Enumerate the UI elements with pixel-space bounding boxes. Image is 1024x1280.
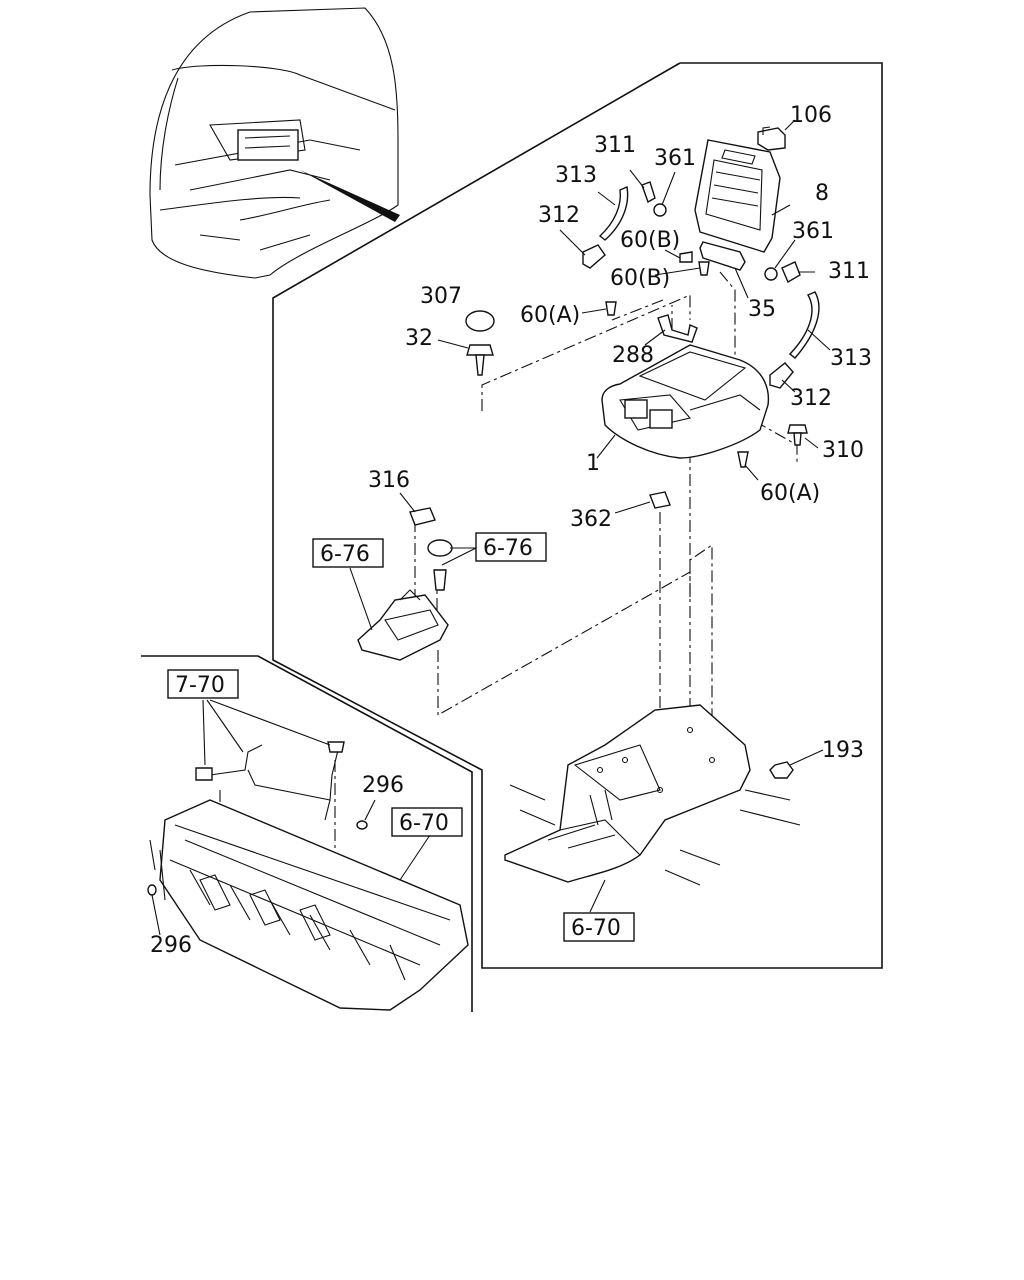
label-288: 288 bbox=[612, 343, 654, 368]
label-60a-lower: 60(A) bbox=[760, 481, 820, 506]
fastener-32-part bbox=[466, 344, 494, 376]
cap-307-part bbox=[465, 310, 495, 332]
cap-6-76-part bbox=[427, 539, 453, 557]
label-311-top: 311 bbox=[594, 133, 636, 158]
clip-106-part bbox=[757, 126, 786, 151]
latch-312a-part bbox=[582, 244, 606, 269]
label-312-right: 312 bbox=[790, 386, 832, 411]
label-313-top: 313 bbox=[555, 163, 597, 188]
ref-label-6-76-right: 6-76 bbox=[483, 536, 533, 561]
wire-harness-7-70 bbox=[195, 699, 345, 821]
bezel-8-part bbox=[694, 139, 781, 253]
label-193: 193 bbox=[822, 738, 864, 763]
label-32: 32 bbox=[405, 326, 433, 351]
bracket-311b-part bbox=[781, 261, 801, 284]
bracket-288-part bbox=[657, 314, 698, 343]
screws-60-parts bbox=[605, 251, 749, 468]
label-361-right: 361 bbox=[792, 219, 834, 244]
label-1: 1 bbox=[586, 451, 600, 476]
label-313-right: 313 bbox=[830, 346, 872, 371]
ref-label-6-76-left: 6-76 bbox=[320, 542, 370, 567]
label-307: 307 bbox=[420, 284, 462, 309]
floor-section-frame bbox=[141, 655, 473, 1012]
main-section-frame bbox=[272, 62, 883, 969]
label-60b-lower: 60(B) bbox=[610, 266, 670, 291]
label-296-left: 296 bbox=[150, 933, 192, 958]
grommet-296a-part bbox=[356, 820, 368, 830]
ref-label-6-70-left: 6-70 bbox=[399, 811, 449, 836]
reference-box-6-76-left: 6-76 bbox=[312, 538, 384, 568]
clip-361a-part bbox=[653, 203, 667, 217]
strap-313b-part bbox=[788, 291, 820, 359]
label-60a-upper: 60(A) bbox=[520, 303, 580, 328]
label-311-right: 311 bbox=[828, 259, 870, 284]
strap-313a-part bbox=[598, 186, 629, 241]
floor-panel-illustration bbox=[504, 704, 801, 886]
part-362 bbox=[649, 491, 671, 509]
label-310: 310 bbox=[822, 438, 864, 463]
label-60b-upper: 60(B) bbox=[620, 228, 680, 253]
grommet-296b-part bbox=[147, 884, 157, 896]
console-1-part bbox=[601, 344, 770, 459]
shift-boot-assembly bbox=[357, 589, 449, 661]
label-106: 106 bbox=[790, 103, 832, 128]
part-labels: 106 311 361 313 8 312 60(B) 361 311 60(B… bbox=[150, 103, 872, 958]
bolt-6-76-part bbox=[433, 569, 447, 591]
clip-361b-part bbox=[764, 267, 778, 281]
latch-312b-part bbox=[769, 362, 794, 389]
reference-box-6-70-bottom: 6-70 bbox=[563, 912, 635, 942]
bracket-311a-part bbox=[641, 181, 656, 204]
reference-box-6-76-right: 6-76 bbox=[475, 532, 547, 562]
leader-lines bbox=[151, 119, 831, 936]
fastener-310-part bbox=[787, 424, 808, 446]
bracket-35-part bbox=[699, 241, 746, 271]
knob-316-part bbox=[409, 507, 436, 526]
nut-193-part bbox=[769, 761, 794, 779]
label-312-top: 312 bbox=[538, 203, 580, 228]
label-316: 316 bbox=[368, 468, 410, 493]
label-361-top: 361 bbox=[654, 146, 696, 171]
label-35: 35 bbox=[748, 297, 776, 322]
ref-label-7-70: 7-70 bbox=[175, 673, 225, 698]
cab-overview-illustration bbox=[149, 7, 400, 279]
dashboard-structure-illustration bbox=[149, 799, 469, 1011]
reference-box-6-70-left: 6-70 bbox=[391, 807, 463, 837]
ref-label-6-70-bottom: 6-70 bbox=[571, 916, 621, 941]
label-8: 8 bbox=[815, 181, 829, 206]
reference-box-7-70: 7-70 bbox=[167, 669, 239, 699]
label-296-right: 296 bbox=[362, 773, 404, 798]
label-362: 362 bbox=[570, 507, 612, 532]
